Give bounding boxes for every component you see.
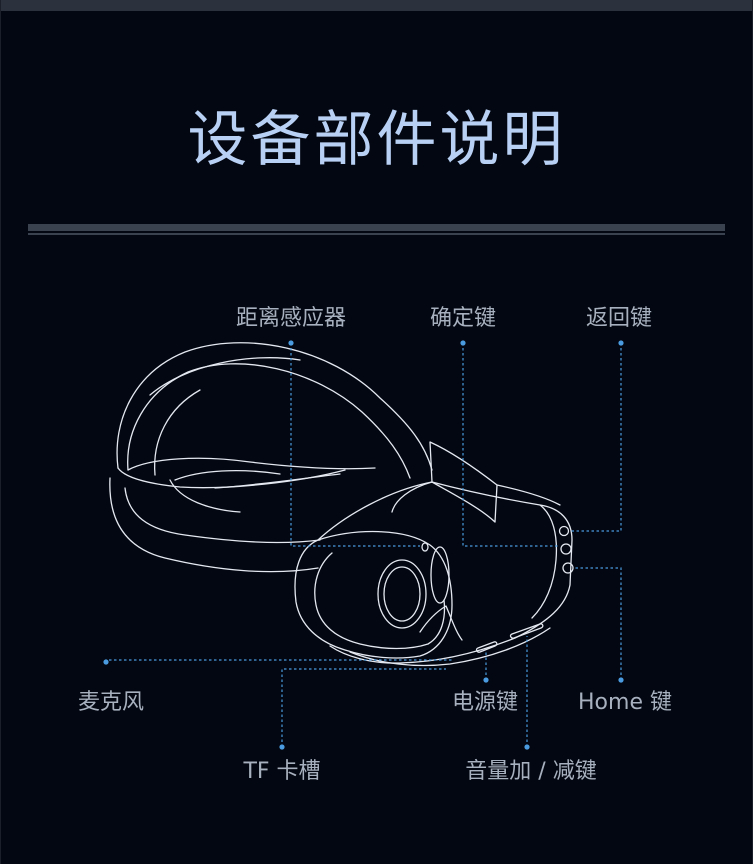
leader-home-key: [574, 567, 622, 680]
left-edge-line: [0, 0, 1, 864]
dot-distance-sensor: [288, 340, 294, 346]
label-tf-slot: TF 卡槽: [243, 759, 321, 784]
headset-outline: [109, 342, 574, 667]
page-title: 设备部件说明: [187, 105, 566, 175]
leader-dots: [103, 340, 624, 750]
leader-confirm-key: [462, 343, 560, 547]
leader-tf-slot: [281, 668, 446, 747]
dot-back-key: [618, 340, 624, 346]
label-home-key: Home 键: [578, 690, 672, 715]
dot-volume-key: [524, 744, 530, 750]
label-microphone: 麦克风: [77, 690, 145, 715]
divider-thick: [28, 224, 725, 231]
dot-tf-slot: [279, 744, 285, 750]
label-power-key: 电源键: [451, 690, 519, 715]
label-distance-sensor: 距离感应器: [235, 306, 347, 331]
dot-power-key: [483, 677, 489, 683]
leader-microphone: [105, 659, 452, 662]
dot-microphone: [103, 659, 109, 665]
leader-back-key: [570, 343, 622, 532]
label-confirm-key: 确定键: [429, 306, 497, 331]
leader-lines: [105, 343, 622, 747]
label-back-key: 返回键: [585, 306, 653, 331]
leader-distance-sensor: [290, 343, 420, 547]
divider-thin: [28, 233, 725, 235]
dot-confirm-key: [460, 340, 466, 346]
dot-home-key: [618, 677, 624, 683]
label-volume-key: 音量加 / 减键: [465, 759, 597, 784]
top-strip: [0, 0, 753, 11]
